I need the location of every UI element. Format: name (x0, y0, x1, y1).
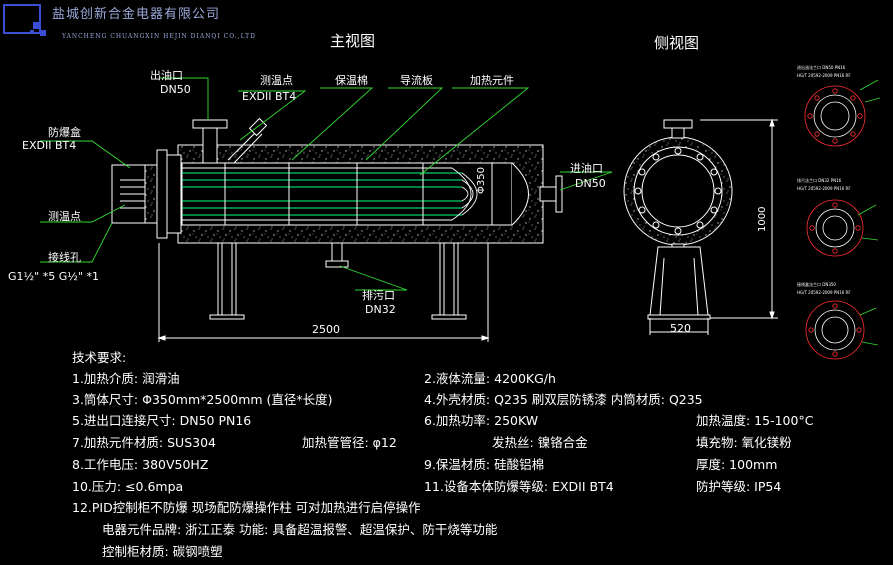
requirement-11b: 防护等级: IP54 (696, 479, 782, 494)
requirement-11a: 11.设备本体防爆等级: EXDII BT4 (424, 479, 614, 494)
flange-label-3b: HG/T 20592-2009 PN16 RF (797, 290, 851, 295)
requirement-7d: 填充物: 氧化镁粉 (696, 435, 792, 450)
flange-detail-1 (804, 85, 866, 147)
requirement-4: 4.外壳材质: Q235 刷双层防锈漆 内筒材质: Q235 (424, 392, 703, 407)
baffle-plates (224, 163, 424, 225)
requirement-9b: 厚度: 100mm (696, 457, 778, 472)
requirements-heading: 技术要求: (72, 350, 127, 365)
requirement-6b: 加热温度: 15-100°C (696, 413, 814, 428)
requirement-7a: 7.加热元件材质: SUS304 (72, 435, 216, 450)
left-flange (156, 149, 168, 239)
label-inlet-oil: 进油口 (570, 162, 603, 175)
flange-label-1b: HG/T 20592-2009 PN16 RF (797, 73, 851, 78)
label-length-dim: 2500 (312, 323, 340, 336)
requirement-6a: 6.加热功率: 250KW (424, 413, 539, 428)
shell-end-cap (511, 162, 529, 226)
requirement-12: 12.PID控制柜不防爆 现场配防爆操作柱 可对加热进行启停操作 (72, 500, 421, 515)
heating-tubes (182, 172, 462, 216)
flange-label-1a: 进出油法兰口 DN50 PN16 (797, 65, 846, 70)
drain-flange (325, 260, 349, 268)
label-explosion-box: 防爆盒 (48, 126, 81, 139)
label-temp-point-top: 测温点 (260, 74, 293, 87)
inlet-pipe (539, 186, 557, 202)
requirement-8: 8.工作电压: 380V50HZ (72, 457, 209, 472)
flange-details (804, 79, 881, 360)
label-outlet-dn: DN50 (160, 83, 191, 96)
requirement-5: 5.进出口连接尺寸: DN50 PN16 (72, 413, 252, 428)
requirement-1: 1.加热介质: 润滑油 (72, 371, 180, 386)
label-heating-element: 加热元件 (470, 74, 514, 87)
company-logo (3, 4, 46, 36)
side-support (649, 246, 709, 316)
drain-pipe (331, 242, 343, 262)
outlet-flange (192, 119, 228, 129)
right-support (431, 243, 467, 320)
wiring-glands (120, 179, 145, 209)
label-temp-point-top-spec: EXDII BT4 (242, 90, 297, 103)
side-bolt-holes (634, 147, 722, 235)
label-explosion-box-spec: EXDII BT4 (22, 139, 77, 152)
flange-label-3a: 接线盒法兰口 DN350 (797, 282, 836, 287)
inlet-flange (555, 175, 563, 213)
label-height-dim: 1000 (757, 206, 768, 232)
requirement-7b: 加热管管径: φ12 (302, 435, 397, 450)
label-outlet-oil: 出油口 (150, 69, 183, 82)
requirement-10: 10.压力: ≤0.6mpa (72, 479, 184, 494)
outlet-pipe (202, 127, 218, 164)
label-temp-point-left: 测温点 (48, 210, 81, 223)
flange-label-2b: HG/T 20592-2009 PN16 RF (797, 186, 851, 191)
requirement-3: 3.筒体尺寸: Φ350mm*2500mm (直径*长度) (72, 392, 333, 407)
flange-label-2a: 排污法兰口 DN32 PN16 (797, 178, 842, 183)
side-view-title: 侧视图 (654, 34, 700, 52)
company-name-en: YANCHENG CHUANGXIN HEJIN DIANQI CO.,LTD (62, 33, 256, 40)
label-drain-dn: DN32 (365, 303, 396, 316)
label-wiring-hole: 接线孔 (48, 251, 81, 264)
requirement-12b: 电器元件品牌: 浙江正泰 功能: 具备超温报警、超温保护、防干烧等功能 (102, 522, 498, 537)
length-dimension (157, 243, 490, 342)
tube-bends (182, 167, 478, 221)
label-inlet-dn: DN50 (575, 177, 606, 190)
flange-detail-2 (806, 199, 864, 257)
requirement-9a: 9.保温材质: 硅酸铝棉 (424, 457, 545, 472)
label-drain: 排污口 (362, 289, 395, 302)
company-name-cn: 盐城创新合金电器有限公司 (52, 7, 221, 22)
flange-detail-3 (805, 300, 865, 360)
label-wiring-spec: G1½" *5 G½" *1 (8, 270, 99, 283)
label-baffle: 导流板 (400, 74, 433, 87)
inner-shell (181, 162, 513, 226)
label-width-dim: 520 (670, 322, 691, 335)
label-diameter: Φ350 (476, 167, 487, 194)
label-insulation: 保温棉 (335, 74, 368, 87)
left-flange-2 (166, 154, 182, 234)
requirement-12c: 控制柜材质: 碳钢喷塑 (102, 544, 223, 559)
leader-lines (40, 77, 613, 291)
main-view (111, 117, 563, 342)
main-view-title: 主视图 (330, 32, 376, 50)
left-support (209, 243, 245, 320)
requirement-7c: 发热丝: 镍铬合金 (492, 435, 588, 450)
side-view (623, 118, 778, 335)
requirement-2: 2.液体流量: 4200KG/h (424, 371, 556, 386)
